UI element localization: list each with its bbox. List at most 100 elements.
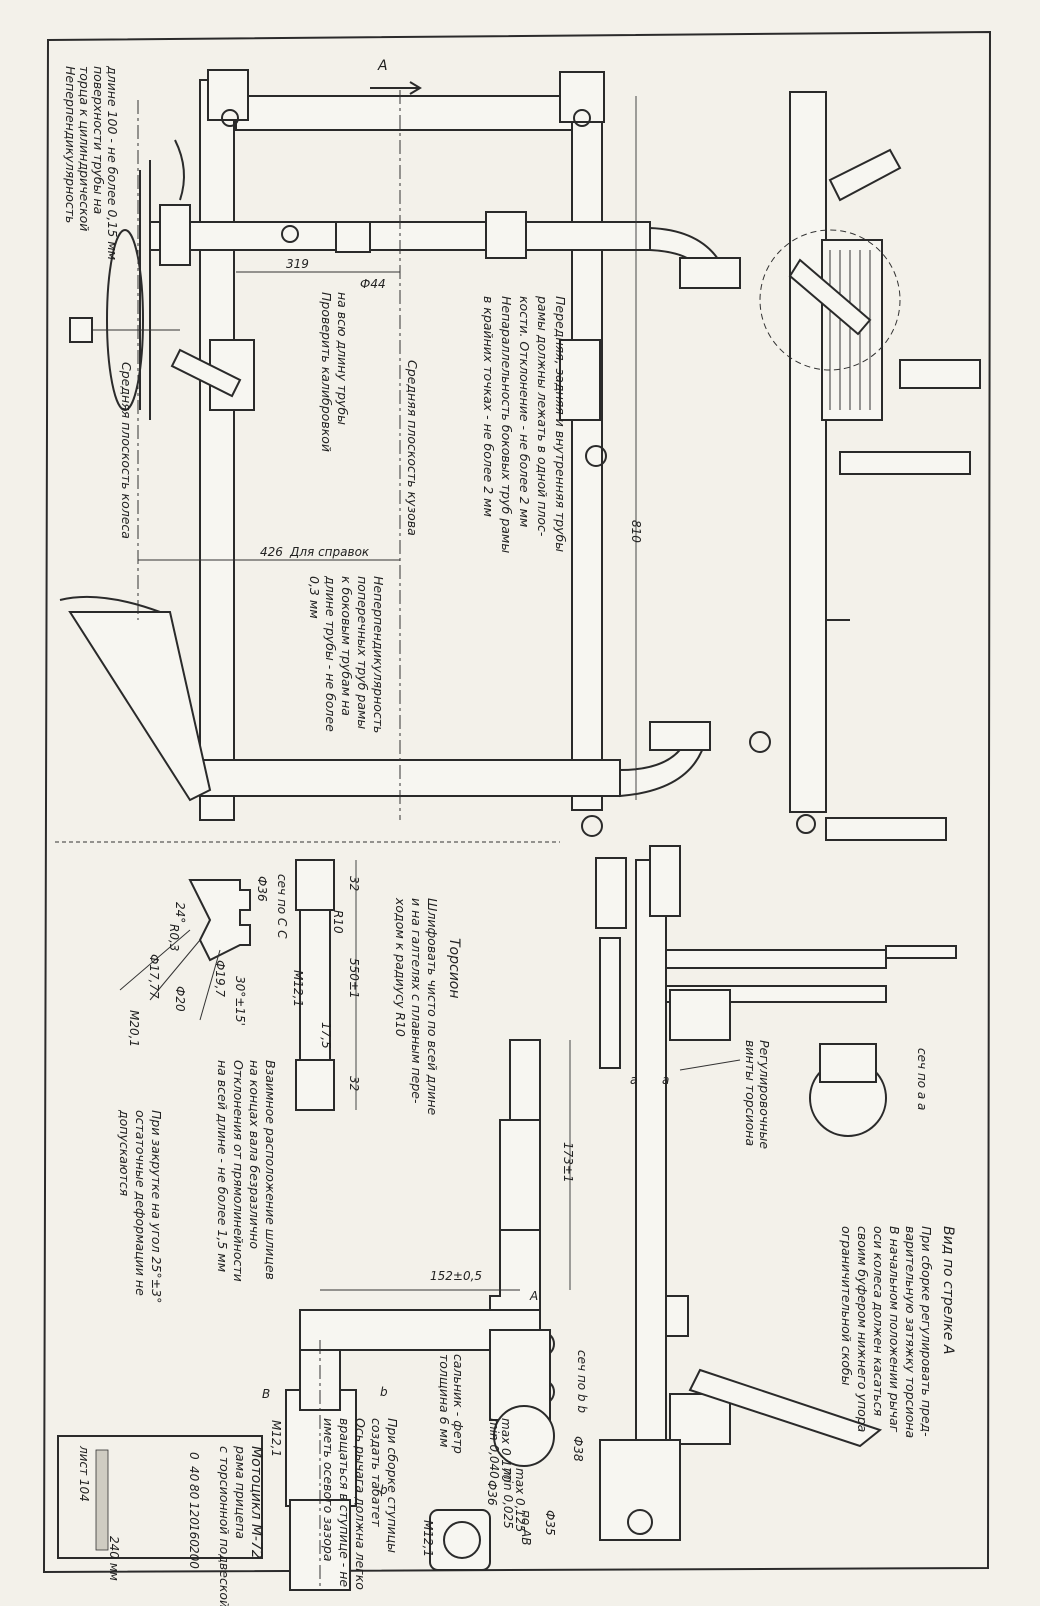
side-view-tube (789, 91, 827, 813)
side-lever-lower (788, 258, 872, 336)
spline-leader (199, 949, 221, 1021)
section-bb-title: сеч по b b (575, 1350, 589, 1413)
sheet-number: лист 104 (77, 1445, 91, 1502)
section-ab-title: по АВ (519, 1510, 533, 1545)
svg-text:Передняя, задняя и внутренняя: Передняя, задняя и внутренняя трубы (553, 296, 568, 552)
view-a-lever (688, 1368, 883, 1448)
svg-text:на всю длину трубы: на всю длину трубы (335, 292, 350, 425)
joint-right-mid (559, 339, 601, 421)
torsion-lever (170, 348, 242, 398)
mark-a: а (662, 1073, 669, 1087)
svg-text:и на галтелях с плавным пере-: и на галтелях с плавным пере- (409, 898, 424, 1104)
frame-front-tube (235, 95, 573, 131)
sheet-border (42, 30, 992, 1574)
scale-240: 240 мм (107, 1536, 121, 1581)
mark-a1: А (529, 1289, 538, 1303)
dim-tmin2: min 0,025 (501, 1468, 515, 1529)
tow-coupler (679, 257, 741, 289)
svg-text:торца к цилиндрической: торца к цилиндрической (77, 66, 92, 231)
wheel-disc (106, 229, 144, 411)
dim-m121-hub: М12,1 (269, 1420, 283, 1457)
section-bb-circle (493, 1405, 555, 1467)
axle-end-icon (627, 1509, 653, 1535)
mark-b: b (380, 1483, 388, 1497)
dim-r03: R0,3 (167, 924, 181, 951)
frame-side-tube-right (571, 79, 603, 811)
view-a-handle-left (595, 857, 627, 929)
clamp-icon (581, 815, 603, 837)
dim-tmax1: max 0,170 (499, 1418, 513, 1483)
svg-text:Проверить калибровкой: Проверить калибровкой (319, 292, 334, 452)
scale-200: 200 (187, 1546, 201, 1569)
section-aa-block (819, 1043, 877, 1083)
joint-front-left (207, 69, 249, 121)
spline-profile (188, 879, 251, 962)
svg-text:ходом к радиусу R10: ходом к радиусу R10 (393, 897, 408, 1037)
svg-text:иметь осевого зазора: иметь осевого зазора (321, 1418, 336, 1561)
svg-text:поперечных труб рамы: поперечных труб рамы (355, 576, 370, 729)
dim-ang30: 30°±15' (233, 976, 247, 1026)
note-perp-tube: Неперпендикулярность торца к цилиндричес… (63, 65, 120, 260)
dim-r10: R10 (331, 910, 345, 934)
dim-m121-ab: М12,1 (421, 1520, 435, 1557)
side-rear-rod (825, 817, 947, 841)
bolt-icon (221, 109, 239, 127)
lever-spline-head (509, 1039, 541, 1131)
mark-b: b (380, 1385, 388, 1399)
dim-phi20: Ф20 (173, 986, 187, 1012)
dim-phi36-sec: Ф36 (485, 1480, 499, 1506)
torsion-bar-detail: 550±1 32 32 17,5 R10 М12,1 сеч по С С То… (117, 859, 462, 1303)
svg-text:вращаться в ступице - не: вращаться в ступице - не (337, 1418, 352, 1587)
strut-bracket (59, 595, 161, 613)
title-line-3: с торсионной подвеской колеса (217, 1446, 232, 1606)
title-line-1: Мотоцикл М-72 (248, 1446, 264, 1559)
view-a-rod-1 (665, 949, 887, 969)
svg-text:В начальном положении рычаг: В начальном положении рычаг (887, 1226, 902, 1433)
dim-32a: 32 (347, 876, 361, 891)
scale-0: 0 (187, 1452, 201, 1460)
dim-426: 426 (260, 545, 283, 559)
hub-detail: 173±1 152±0,5 М12,1 В А b b сальник - фе… (262, 1039, 589, 1591)
view-a-bracket-bottom (669, 1393, 731, 1445)
note-frame: Передняя, задняя и внутренняя трубы рамы… (481, 295, 568, 553)
svg-text:0,3 мм: 0,3 мм (307, 576, 322, 619)
note-calibration: Проверить калибровкой на всю длину трубы (319, 292, 350, 452)
svg-text:Взаимное расположение шлицев: Взаимное расположение шлицев (263, 1060, 278, 1280)
bolt-icon (573, 109, 591, 127)
clamp-icon (585, 445, 607, 467)
title-line-2: рама прицепа (233, 1445, 248, 1539)
dim-32b: 32 (347, 1076, 361, 1091)
torsion-section-title: сеч по С С (275, 874, 289, 939)
note-twist: При закрутке на угол 25°±3° остаточные д… (117, 1109, 164, 1303)
dim-810: 810 (629, 520, 643, 543)
frame-side-tube-left (199, 79, 235, 821)
note-wheel-plane: Средняя плоскость колеса (119, 362, 134, 539)
svg-text:Отклонения от прямолинейности: Отклонения от прямолинейности (231, 1060, 246, 1282)
dim-17-5: 17,5 (319, 1022, 333, 1049)
side-lever-upper (828, 148, 902, 202)
svg-text:Торсион: Торсион (446, 938, 462, 999)
svg-text:в крайних точках - не более 2: в крайних точках - не более 2 мм (481, 296, 496, 517)
frame-strut (68, 611, 212, 802)
arrow-a-icon (370, 81, 422, 95)
dim-m121: М12,1 (291, 970, 305, 1007)
svg-text:на всей длине - не более 1,5 м: на всей длине - не более 1,5 мм (215, 1060, 230, 1272)
lever-clamp (489, 1329, 551, 1421)
scale-bar (95, 1449, 109, 1551)
frame-plan-view: А 319 Ф44 426 Для справок 810 Неперпенди… (59, 58, 771, 837)
svg-text:Шлифовать чисто по всей длине: Шлифовать чисто по всей длине (425, 898, 440, 1115)
section-ab-bore (443, 1521, 481, 1559)
svg-text:длине 100 - не более 0,15 мм: длине 100 - не более 0,15 мм (105, 65, 120, 260)
view-a: сеч по а а Регулировочные винты торсиона… (595, 845, 957, 1541)
scale-40: 40 (187, 1466, 201, 1482)
view-a-bracket-top (669, 989, 731, 1041)
leader-line (679, 1059, 741, 1071)
side-rod (839, 451, 971, 475)
axle-nut-icon (69, 317, 93, 343)
dim-tmin1: min 0,040 (487, 1418, 501, 1479)
svg-text:на концах вала безразлично: на концах вала безразлично (247, 1060, 262, 1249)
spline-leader (119, 929, 191, 991)
svg-text:При сборке регулировать пред-: При сборке регулировать пред- (919, 1226, 934, 1437)
joint-inner-right (485, 211, 527, 259)
